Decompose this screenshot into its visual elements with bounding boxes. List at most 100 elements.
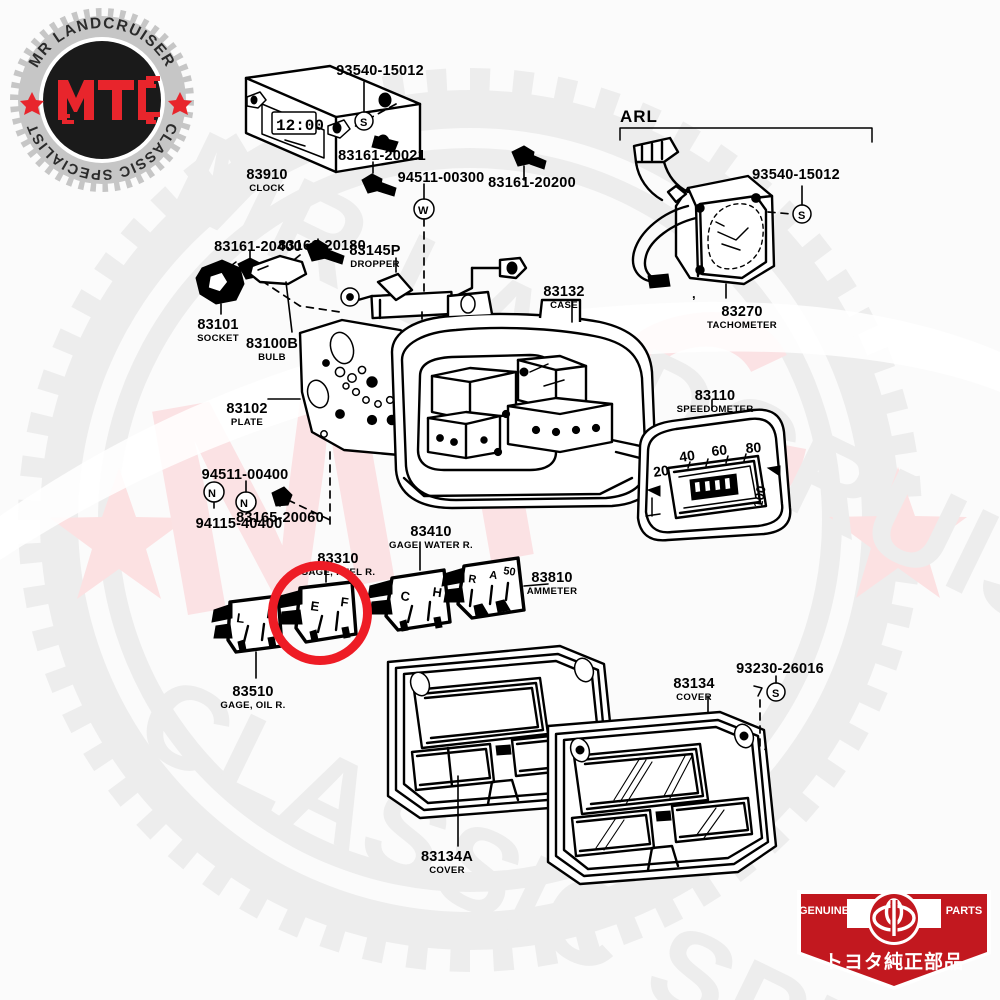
part-callout-83161-20021: 83161-20021 (338, 149, 426, 164)
part-number: 83270 (721, 304, 763, 320)
part-83110-speedometer: 20 40 60 80 100 (636, 399, 792, 542)
part-name: BULB (258, 351, 286, 363)
part-name: GAGE, FUEL R. (300, 566, 376, 578)
part-callout-83161-20180: 83161-20180 (278, 239, 366, 254)
part-callout-94511-00400: 94511-00400 (202, 468, 289, 483)
part-94115-40400: N (203, 481, 225, 509)
arl-bracket (619, 127, 873, 143)
part-number: 83101 (197, 317, 239, 333)
part-number: 93540-15012 (752, 167, 840, 183)
part-83165-20060 (271, 486, 331, 521)
part-number: 83132 (543, 284, 585, 300)
badge-star-right (168, 92, 192, 115)
part-number: 83161-20400 (214, 239, 302, 255)
svg-text:S: S (772, 688, 779, 700)
group-label-text: ARL (620, 107, 658, 126)
part-number: 83161-20200 (488, 175, 576, 191)
part-83270-tachometer: , (631, 136, 776, 301)
part-83134-cover (546, 695, 778, 886)
part-number: 83145P (349, 243, 401, 259)
svg-text:60: 60 (711, 441, 728, 459)
part-name: TACHOMETER (707, 319, 777, 331)
part-93230-26016: S (753, 675, 786, 751)
svg-text:S: S (798, 210, 805, 222)
part-callout-93230-26016: 93230-26016 (736, 662, 824, 677)
part-name: COVER (429, 864, 465, 876)
part-83100B-bulb (248, 254, 308, 333)
star-watermark-left (50, 468, 188, 599)
svg-text:W: W (418, 205, 429, 217)
part-name: GAGE, OIL R. (220, 699, 286, 711)
part-number: 83510 (232, 684, 274, 700)
part-93540-15012-b: S (767, 185, 812, 224)
part-number: 94511-00300 (397, 170, 485, 186)
svg-text:S: S (360, 117, 367, 129)
star-watermark-right (829, 467, 967, 598)
part-number: 83100B (246, 336, 298, 352)
badge-disc (43, 41, 161, 159)
part-number: 83165-20060 (236, 510, 324, 526)
part-93540-15012-a: S (351, 81, 397, 131)
part-number: 83410 (410, 524, 452, 540)
part-number: 83810 (531, 570, 573, 586)
part-callout-94115-40400: 94115-40400 (196, 517, 283, 532)
part-callout-93540-15012: 93540-15012 (336, 64, 424, 79)
svg-text:20: 20 (652, 462, 670, 480)
part-83161-20021 (361, 161, 397, 197)
svg-text:50: 50 (503, 565, 517, 579)
part-callout-83161-20200: 83161-20200 (488, 176, 576, 191)
part-number: 93540-15012 (336, 63, 424, 79)
svg-text:C: C (400, 588, 412, 604)
part-name: CLOCK (249, 182, 285, 194)
toyota-genuine-parts-badge: GENUINE PARTS トヨタ純正部品 (797, 890, 991, 990)
svg-text:A: A (489, 569, 499, 582)
part-83410-water-gauge: C H (367, 541, 452, 632)
part-callout-83161-20400: 83161-20400 (214, 240, 302, 255)
part-name: COVER (676, 691, 712, 703)
toyota-badge-bottom-band (801, 928, 987, 986)
part-name: SOCKET (197, 332, 239, 344)
part-83310-fuel-gauge: E F (277, 567, 358, 644)
part-number: 83110 (694, 388, 736, 404)
svg-text:F: F (340, 594, 350, 610)
toyota-parts-word: PARTS (946, 905, 982, 917)
svg-text:N: N (208, 488, 216, 500)
part-name: DROPPER (350, 258, 400, 270)
part-name: PLATE (230, 416, 264, 428)
part-name: SPEEDOMETER (676, 403, 754, 415)
part-name: AMMETER (526, 585, 578, 597)
part-callout-94511-00300: 94511-00300 (398, 171, 485, 186)
part-name: CASE (550, 299, 578, 311)
part-number: 83310 (317, 551, 359, 567)
part-94511-00400: N (235, 480, 257, 513)
part-callout-93540-15012: 93540-15012 (752, 168, 840, 183)
part-callout-83165-20060: 83165-20060 (236, 511, 324, 526)
part-83145P-dropper (340, 256, 528, 367)
part-number: 83161-20180 (278, 238, 366, 254)
badge-monogram (58, 76, 160, 124)
part-83161-20200 (511, 145, 547, 181)
toyota-japanese-text: トヨタ純正部品 (824, 950, 964, 973)
part-83810-ammeter: R A 50 (441, 556, 549, 620)
part-name: GAGE, WATER R. (389, 539, 473, 551)
part-number: 94115-40400 (195, 516, 283, 532)
svg-text:100: 100 (750, 485, 769, 509)
part-number: 83134 (673, 676, 715, 692)
svg-text:80: 80 (745, 439, 762, 456)
part-number: 83134A (421, 849, 473, 865)
part-number: 83910 (246, 167, 288, 183)
part-83910-clock: 12:00 (244, 64, 422, 174)
mtc-logo-badge: MR LANDCRUISER CLASSIC SPECIALIST (10, 8, 194, 192)
